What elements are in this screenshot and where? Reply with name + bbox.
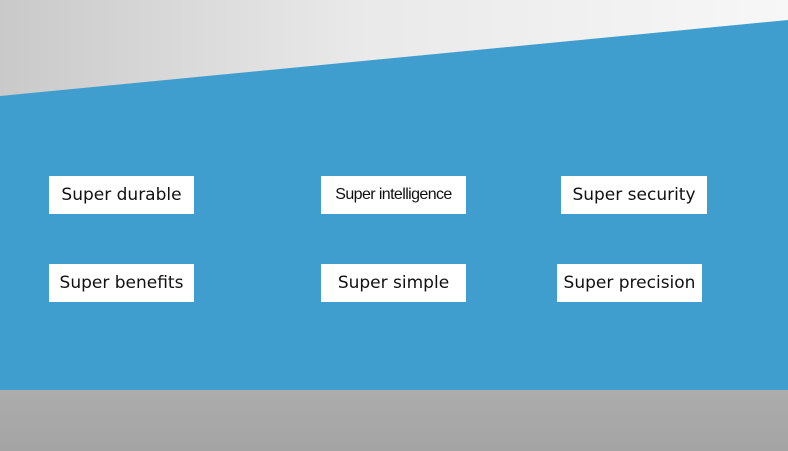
feature-label-intelligence: Super intelligence — [335, 186, 452, 203]
feature-box-security: Super security — [561, 176, 707, 214]
feature-box-benefits: Super benefits — [49, 264, 194, 302]
feature-box-durable: Super durable — [49, 176, 194, 214]
feature-box-precision: Super precision — [557, 264, 702, 302]
feature-label-security: Super security — [572, 184, 696, 205]
feature-box-intelligence: Super intelligence — [321, 176, 466, 214]
feature-label-durable: Super durable — [61, 184, 182, 205]
feature-box-simple: Super simple — [321, 264, 466, 302]
slide-bottom-band — [0, 390, 788, 451]
feature-label-precision: Super precision — [563, 272, 696, 293]
feature-label-benefits: Super benefits — [59, 272, 184, 293]
feature-label-simple: Super simple — [337, 272, 450, 293]
